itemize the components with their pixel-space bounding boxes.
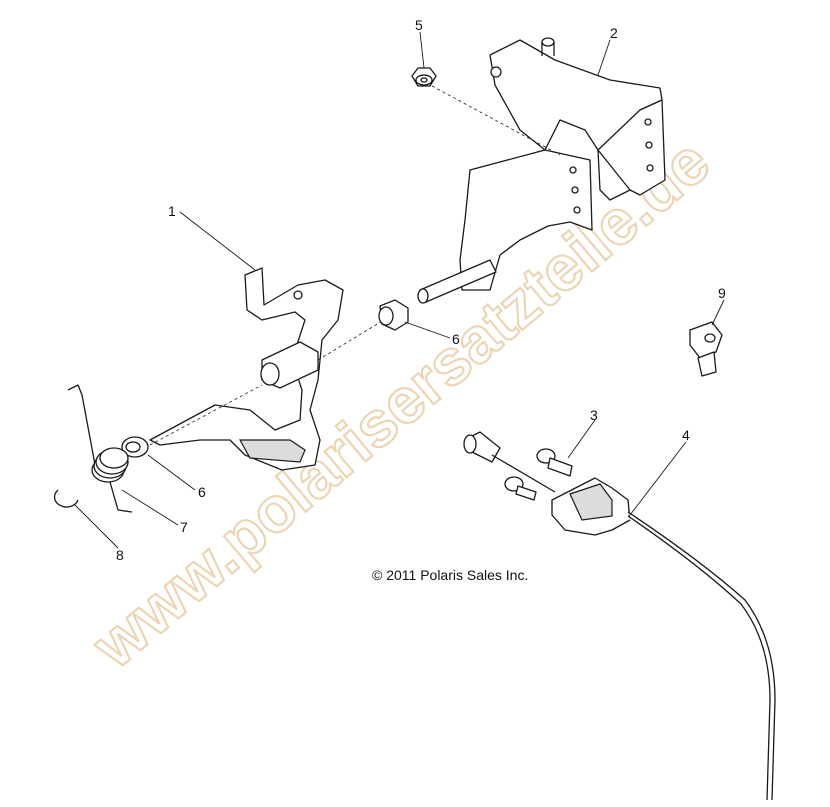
bushing-upper — [378, 299, 409, 331]
callout-9: 9 — [718, 285, 726, 301]
e-clip — [53, 489, 79, 508]
leader-8 — [74, 504, 119, 549]
callout-6b: 6 — [198, 484, 206, 500]
callout-4: 4 — [682, 427, 690, 443]
flange-nut — [411, 67, 437, 87]
nut-alignment-line — [431, 85, 561, 156]
callout-1: 1 — [168, 203, 176, 219]
leader-4 — [629, 441, 687, 516]
copyright-text: © 2011 Polaris Sales Inc. — [372, 567, 528, 583]
pedal-arm — [149, 267, 344, 471]
cable-assembly — [463, 431, 776, 801]
pedal-alignment-line — [317, 319, 385, 361]
leader-6b — [147, 454, 196, 491]
callout-3: 3 — [590, 407, 598, 423]
leader-9 — [711, 299, 725, 326]
callout-8: 8 — [116, 547, 124, 563]
callout-2: 2 — [610, 25, 618, 41]
callout-6a: 6 — [452, 331, 460, 347]
callout-5: 5 — [415, 17, 423, 33]
leader-6a — [404, 321, 451, 339]
bushing-lower — [121, 436, 149, 458]
mounting-bracket — [417, 37, 666, 304]
leader-7 — [121, 489, 179, 526]
callout-7: 7 — [180, 519, 188, 535]
bolt-upper — [536, 448, 573, 477]
bolt-lower — [504, 476, 537, 501]
torsion-spring — [67, 384, 133, 513]
leader-3 — [567, 419, 596, 459]
leader-1 — [179, 211, 256, 271]
cable-clip — [689, 321, 723, 377]
leader-2 — [597, 39, 611, 76]
leader-5 — [419, 31, 425, 69]
